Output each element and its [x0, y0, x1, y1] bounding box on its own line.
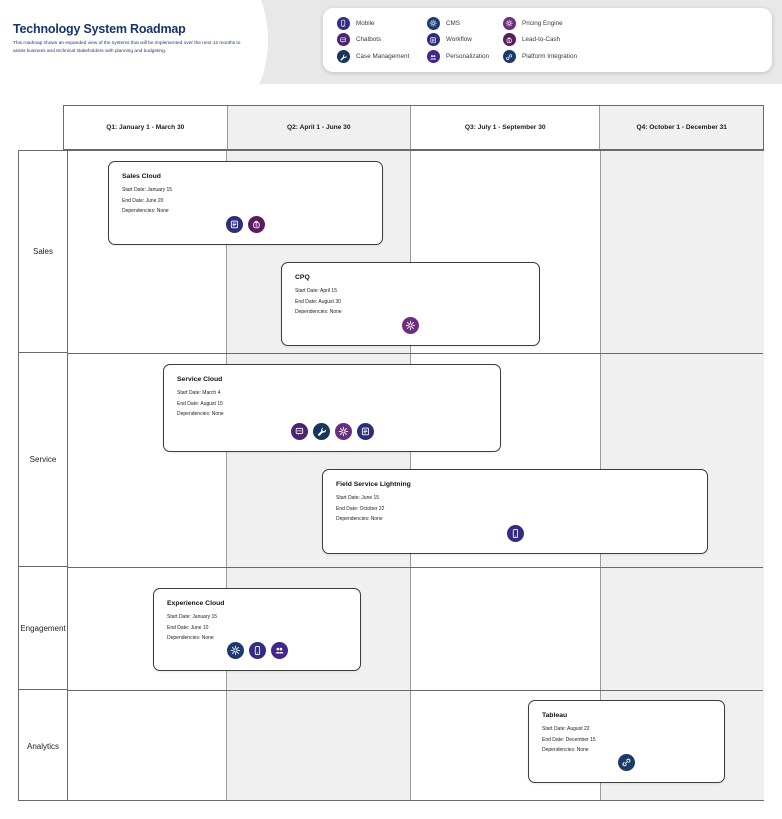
row-label-service: Service	[19, 353, 67, 567]
row-divider	[68, 690, 763, 691]
card-start-date: Start Date: March 4	[177, 390, 221, 396]
case-management-icon	[312, 423, 330, 440]
title-block: Technology System Roadmap This roadmap s…	[13, 22, 253, 55]
card-icon-row	[323, 525, 707, 542]
card-start-date: Start Date: June 15	[336, 495, 380, 501]
column-q1	[68, 151, 226, 800]
row-divider	[68, 567, 763, 568]
legend-item-pricing-engine: Pricing Engine	[503, 16, 762, 30]
quarter-header-row: Q1: January 1 - March 30 Q2: April 1 - J…	[63, 105, 764, 150]
legend-label: CMS	[446, 19, 460, 27]
row-label-engagement: Engagement	[19, 567, 67, 690]
legend-item-case-management: Case Management	[337, 50, 427, 64]
card-start-date: Start Date: January 15	[167, 614, 218, 620]
platform-integration-icon	[618, 754, 635, 771]
row-divider	[68, 353, 763, 354]
legend-item-mobile: Mobile	[337, 16, 427, 30]
card-icon-row	[282, 317, 539, 334]
card-tableau[interactable]: Tableau Start Date: August 22 End Date: …	[528, 700, 725, 783]
legend-label: Case Management	[356, 53, 410, 61]
card-end-date: End Date: June 10	[167, 624, 209, 631]
card-title: CPQ	[295, 274, 310, 281]
mobile-icon	[506, 525, 524, 542]
legend-label: Lead-to-Cash	[522, 36, 561, 44]
personalization-icon	[270, 642, 288, 659]
card-end-date: End Date: October 22	[336, 505, 385, 512]
personalization-icon	[427, 50, 440, 64]
legend-item-chatbots: Chatbots	[337, 33, 427, 47]
card-end-date: End Date: December 15	[542, 736, 596, 743]
legend-label: Workflow	[446, 36, 472, 44]
svg-text:$: $	[509, 39, 511, 43]
card-icon-row	[164, 423, 500, 440]
workflow-icon	[356, 423, 374, 440]
card-title: Service Cloud	[177, 376, 223, 383]
card-end-date: End Date: August 30	[295, 298, 341, 305]
quarter-header-q2: Q2: April 1 - June 30	[226, 106, 410, 149]
page-subtitle: This roadmap shows an expanded view of t…	[13, 41, 241, 54]
legend-item-workflow: Workflow	[427, 33, 503, 47]
card-title: Experience Cloud	[167, 600, 225, 607]
case-management-icon	[337, 50, 350, 64]
workflow-icon	[226, 216, 243, 233]
workflow-icon	[427, 33, 440, 47]
pricing-engine-icon	[503, 16, 516, 30]
card-dependencies: Dependencies: None	[295, 309, 342, 315]
chatbots-icon	[337, 33, 350, 47]
card-service-cloud[interactable]: Service Cloud Start Date: March 4 End Da…	[163, 364, 501, 452]
card-icon-row: $	[109, 216, 382, 233]
card-title: Field Service Lightning	[336, 481, 411, 488]
legend-item-platform-integration: Platform Integration	[503, 50, 762, 64]
card-start-date: Start Date: January 15	[122, 187, 173, 193]
legend-label: Mobile	[356, 19, 375, 27]
legend-item-cms: CMS	[427, 16, 503, 30]
row-label-column: Sales Service Engagement Analytics	[18, 150, 68, 801]
card-dependencies: Dependencies: None	[177, 411, 224, 417]
chatbots-icon	[290, 423, 308, 440]
mobile-icon	[337, 16, 350, 30]
legend-item-lead-to-cash: $ Lead-to-Cash	[503, 33, 762, 47]
lead-to-cash-icon: $	[503, 33, 516, 47]
card-title: Sales Cloud	[122, 173, 161, 180]
card-title: Tableau	[542, 712, 568, 719]
cms-icon	[427, 16, 440, 30]
card-icon-row	[154, 642, 360, 659]
platform-integration-icon	[503, 50, 516, 64]
card-icon-row	[529, 754, 724, 771]
page-title: Technology System Roadmap	[13, 22, 186, 36]
card-field-service-lightning[interactable]: Field Service Lightning Start Date: June…	[322, 469, 708, 554]
row-label-sales: Sales	[19, 151, 67, 353]
quarter-header-q3: Q3: July 1 - September 30	[410, 106, 599, 149]
card-cpq[interactable]: CPQ Start Date: April 15 End Date: Augus…	[281, 262, 540, 346]
card-sales-cloud[interactable]: Sales Cloud Start Date: January 15 End D…	[108, 161, 383, 245]
svg-text:$: $	[255, 223, 258, 228]
card-end-date: End Date: August 15	[177, 400, 223, 407]
legend-item-personalization: Personalization	[427, 50, 503, 64]
legend-label: Chatbots	[356, 36, 382, 44]
pricing-engine-icon	[402, 317, 419, 334]
card-dependencies: Dependencies: None	[336, 516, 383, 522]
quarter-header-q1: Q1: January 1 - March 30	[106, 124, 185, 131]
legend-label: Pricing Engine	[522, 19, 563, 27]
card-dependencies: Dependencies: None	[122, 208, 169, 214]
legend-label: Platform Integration	[522, 53, 577, 61]
card-dependencies: Dependencies: None	[167, 635, 214, 641]
card-start-date: Start Date: April 15	[295, 288, 337, 294]
row-label-analytics: Analytics	[26, 741, 59, 751]
card-start-date: Start Date: August 22	[542, 726, 590, 732]
mobile-icon	[248, 642, 266, 659]
pricing-engine-icon	[334, 423, 352, 440]
card-end-date: End Date: June 20	[122, 197, 164, 204]
legend-label: Personalization	[446, 53, 490, 61]
cms-icon	[226, 642, 244, 659]
card-dependencies: Dependencies: None	[542, 747, 589, 753]
lead-to-cash-icon: $	[248, 216, 265, 233]
legend-card: Mobile CMS Pricing Engine Chatbots Workf…	[323, 8, 772, 72]
card-experience-cloud[interactable]: Experience Cloud Start Date: January 15 …	[153, 588, 361, 671]
quarter-header-q4: Q4: October 1 - December 31	[599, 106, 763, 149]
